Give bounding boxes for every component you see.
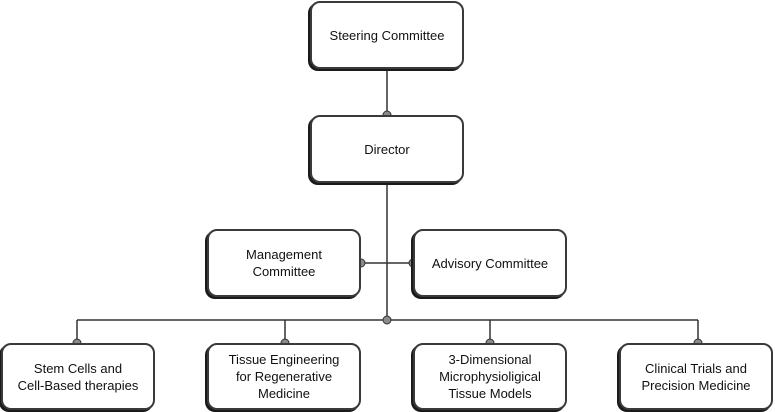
junction-dot — [382, 315, 392, 325]
node-stem-cells: Stem Cells and Cell-Based therapies — [1, 343, 155, 410]
node-microphysiological-models: 3-Dimensional Microphysioligical Tissue … — [413, 343, 567, 410]
node-director: Director — [310, 115, 464, 183]
node-label: Director — [364, 141, 410, 157]
node-label: Clinical Trials and Precision Medicine — [641, 360, 751, 393]
node-steering-committee: Steering Committee — [310, 1, 464, 69]
node-label: Tissue Engineering for Regenerative Medi… — [228, 352, 340, 401]
node-label: Advisory Committee — [431, 255, 549, 271]
node-label: Management Committee — [246, 247, 322, 279]
node-label: 3-Dimensional Microphysioligical Tissue … — [439, 352, 541, 401]
node-label: Steering Committee — [329, 27, 445, 43]
node-advisory-committee: Advisory Committee — [413, 229, 567, 297]
node-label: Stem Cells and Cell-Based therapies — [17, 360, 139, 393]
node-tissue-engineering: Tissue Engineering for Regenerative Medi… — [207, 343, 361, 410]
node-management-committee: Management Committee — [207, 229, 361, 297]
node-clinical-trials: Clinical Trials and Precision Medicine — [619, 343, 773, 410]
